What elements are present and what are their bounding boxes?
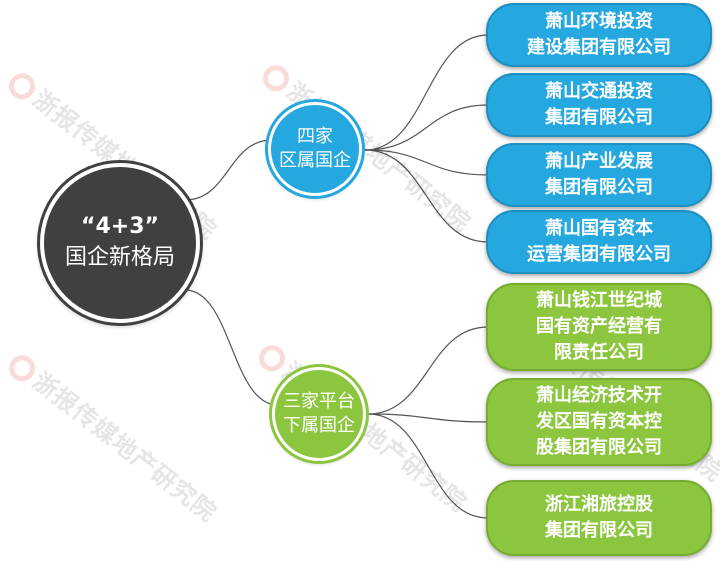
group-label-line: 区属国企 xyxy=(279,150,351,171)
connector-line xyxy=(364,149,489,243)
connector-line xyxy=(367,326,489,415)
company-name-line: 集团有限公司 xyxy=(545,177,653,198)
center-subtitle: 国企新格局 xyxy=(64,245,175,270)
connector-line xyxy=(364,104,489,151)
company-name-line: 集团有限公司 xyxy=(545,520,653,541)
company-name-line: 限责任公司 xyxy=(554,342,644,363)
company-name-line: 建设集团有限公司 xyxy=(527,37,671,58)
company-name-line: 集团有限公司 xyxy=(545,107,653,128)
group-label-line: 下属国企 xyxy=(283,415,355,436)
connector-line xyxy=(367,413,489,423)
company-name-line: 国有资产经营有 xyxy=(536,316,662,337)
company-box: 萧山环境投资 建设集团有限公司 xyxy=(486,3,712,67)
company-name-line: 萧山经济技术开 xyxy=(536,385,662,406)
connector-line xyxy=(184,139,273,201)
company-box: 萧山交通投资 集团有限公司 xyxy=(486,73,712,137)
company-name-line: 萧山钱江世纪城 xyxy=(536,290,662,311)
connector-line xyxy=(367,413,489,519)
center-title: “4+3” xyxy=(81,214,159,239)
company-box: 萧山经济技术开 发区国有资本控 股集团有限公司 xyxy=(486,378,712,466)
group-label-line: 三家平台 xyxy=(283,391,355,412)
company-box: 萧山国有资本 运营集团有限公司 xyxy=(486,210,712,274)
connector-line xyxy=(364,34,489,151)
company-name-line: 浙江湘旅控股 xyxy=(545,494,653,515)
group-node-district: 四家 区属国企 xyxy=(268,102,362,196)
center-node: “4+3” 国企新格局 xyxy=(40,163,200,323)
group-label-line: 四家 xyxy=(297,126,333,147)
connector-line xyxy=(184,289,279,406)
company-name-line: 萧山国有资本 xyxy=(545,218,653,239)
company-name-line: 萧山交通投资 xyxy=(545,81,653,102)
company-name-line: 股集团有限公司 xyxy=(536,437,662,458)
company-name-line: 萧山产业发展 xyxy=(545,151,653,172)
company-box: 萧山钱江世纪城 国有资产经营有 限责任公司 xyxy=(486,283,712,371)
connector-line xyxy=(364,149,489,176)
company-box: 萧山产业发展 集团有限公司 xyxy=(486,143,712,207)
company-name-line: 运营集团有限公司 xyxy=(527,244,671,265)
company-name-line: 发区国有资本控 xyxy=(536,411,662,432)
company-name-line: 萧山环境投资 xyxy=(545,11,653,32)
group-node-platform: 三家平台 下属国企 xyxy=(272,367,366,461)
company-box: 浙江湘旅控股 集团有限公司 xyxy=(486,480,712,556)
